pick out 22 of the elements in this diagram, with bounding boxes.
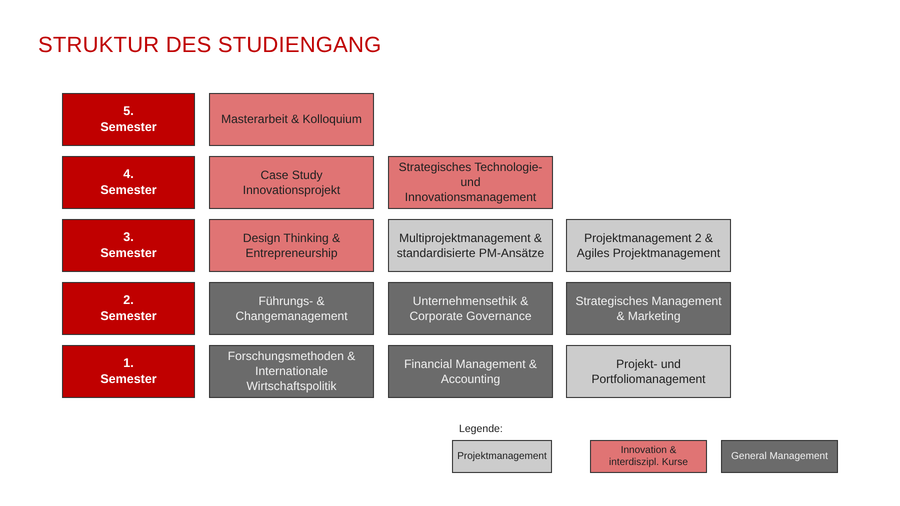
legend-heading: Legende: [459,423,503,435]
semester-box: 4. Semester [62,156,195,209]
course-box: Strategisches Technologie- und Innovationsmanagement [388,156,553,209]
semester-box: 1. Semester [62,345,195,398]
course-box: Unternehmensethik & Corporate Governance [388,282,553,335]
course-box: Design Thinking & Entrepreneurship [209,219,374,272]
course-box: Strategisches Management & Marketing [566,282,731,335]
course-box: Forschungsmethoden & Internationale Wirtschaftspolitik [209,345,374,398]
course-box: Führungs- & Changemanagement [209,282,374,335]
course-box: Projekt- und Portfoliomanagement [566,345,731,398]
semester-box: 3. Semester [62,219,195,272]
semester-box: 2. Semester [62,282,195,335]
course-box: Financial Management & Accounting [388,345,553,398]
legend-item: General Management [721,440,838,473]
course-box: Projektmanagement 2 & Agiles Projektmanagement [566,219,731,272]
title: STRUKTUR DES STUDIENGANG [38,32,382,58]
legend-item: Projektmanagement [452,440,552,473]
legend-item: Innovation & interdiszipl. Kurse [590,440,707,473]
semester-box: 5. Semester [62,93,195,146]
course-box: Case Study Innovationsprojekt [209,156,374,209]
course-box: Masterarbeit & Kolloquium [209,93,374,146]
course-box: Multiprojektmanagement & standardisierte PM-Ansätze [388,219,553,272]
